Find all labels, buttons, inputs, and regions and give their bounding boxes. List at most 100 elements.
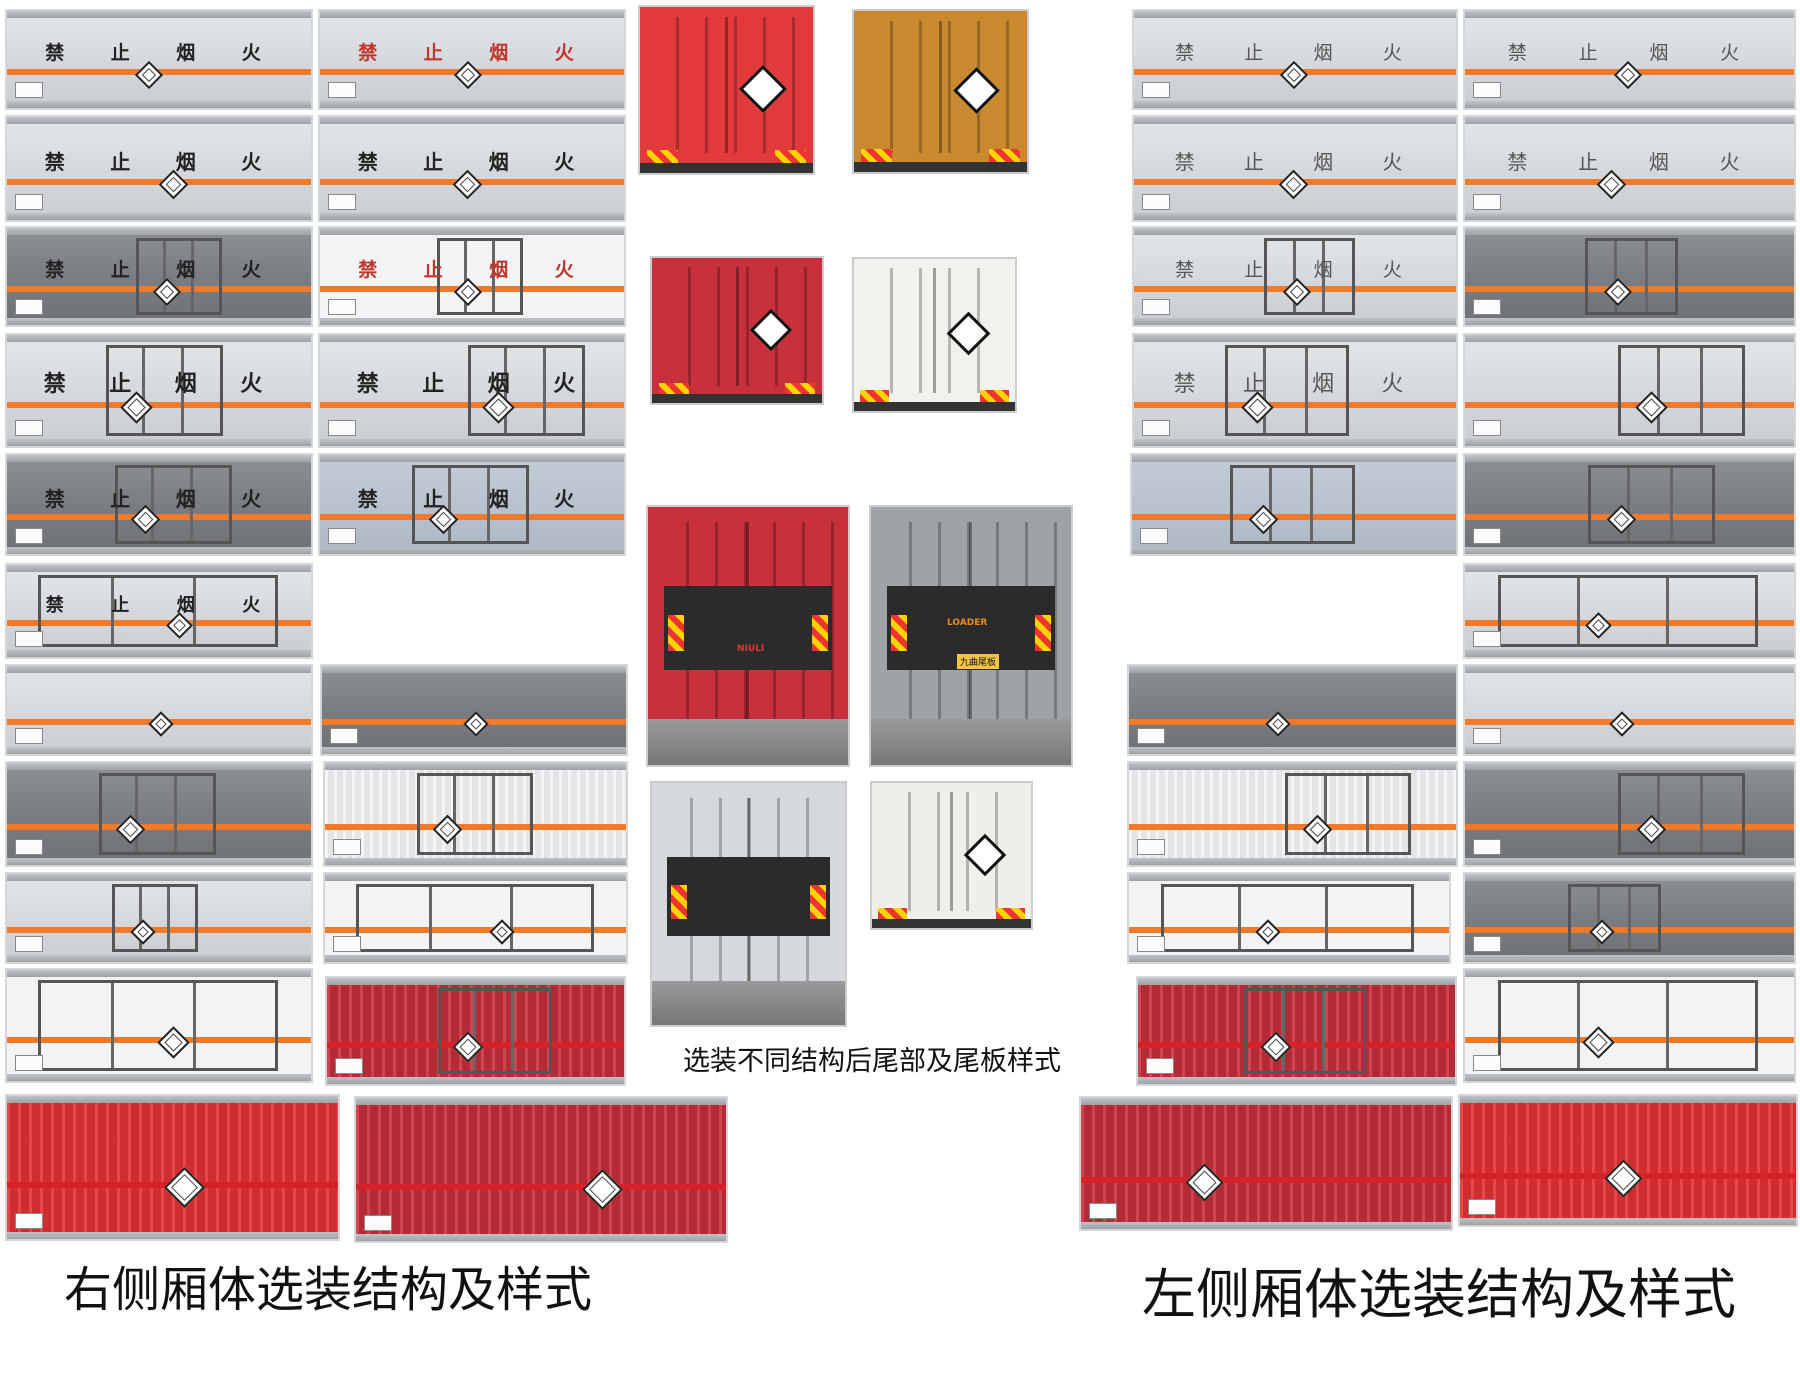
bottom-rail: [1134, 101, 1456, 108]
rear-view-panel: [870, 781, 1033, 930]
side-box-panel: [5, 968, 313, 1083]
top-rail: [7, 666, 311, 673]
top-rail: [1465, 763, 1794, 770]
bottom-rail: [7, 547, 311, 554]
top-rail: [1129, 666, 1456, 673]
orange-reflective-stripe: [1129, 824, 1456, 831]
orange-reflective-stripe: [7, 401, 311, 408]
bottom-rail: [1134, 318, 1456, 325]
manufacturer-nameplate: [15, 728, 43, 744]
no-smoking-no-fire-sign: 禁止烟火: [335, 38, 597, 65]
sign-char: 烟: [488, 486, 509, 511]
loader-label: LOADER: [947, 618, 988, 628]
top-rail: [1134, 335, 1456, 342]
sign-char: 止: [423, 486, 444, 511]
no-smoking-no-fire-sign: 禁止烟火: [22, 255, 284, 282]
top-rail: [1138, 978, 1455, 985]
manufacturer-nameplate: [1473, 194, 1501, 210]
no-smoking-no-fire-sign: 禁止烟火: [335, 146, 597, 175]
cargo-door-frame: [1285, 773, 1411, 855]
side-box-panel: 禁止烟火: [318, 333, 626, 448]
manufacturer-nameplate: [1142, 299, 1170, 315]
sign-char: 火: [241, 149, 262, 174]
bottom-rail: [7, 858, 311, 865]
side-box-panel: 禁止烟火: [5, 115, 313, 222]
side-box-panel: [1463, 226, 1796, 327]
rear-door: [662, 266, 812, 386]
sign-char: 火: [242, 594, 261, 616]
bottom-rail: [322, 747, 626, 754]
side-box-panel: 禁止烟火: [1132, 333, 1458, 448]
sign-char: 禁: [1507, 42, 1527, 65]
orange-reflective-stripe: [1465, 401, 1794, 408]
cargo-door-frame: [468, 345, 585, 436]
manufacturer-nameplate: [1468, 1199, 1496, 1215]
bottom-rail: [327, 1077, 624, 1084]
side-box-panel: [1458, 1094, 1798, 1227]
cargo-door-frame: [438, 988, 552, 1074]
side-box-panel: 禁止烟火: [1463, 9, 1796, 110]
sign-char: 止: [110, 486, 131, 511]
manufacturer-nameplate: [15, 194, 43, 210]
reflective-chevron: [810, 884, 826, 919]
cargo-door-frame: [38, 575, 278, 647]
side-box-panel: [323, 761, 628, 867]
side-box-panel: [5, 761, 313, 867]
sign-char: 止: [1242, 372, 1265, 398]
bottom-rail: [1465, 650, 1794, 657]
no-smoking-no-fire-sign: 禁止烟火: [335, 366, 597, 398]
reflective-chevron: [774, 149, 807, 164]
sign-char: 禁: [45, 259, 65, 282]
top-rail: [1132, 455, 1456, 462]
orange-reflective-stripe: [1138, 1041, 1455, 1048]
bottom-rail: [1081, 1222, 1451, 1229]
bottom-rail: [1465, 101, 1794, 108]
top-rail: [320, 117, 624, 124]
bottom-rail: [320, 101, 624, 108]
sign-char: 火: [1719, 149, 1740, 174]
sign-char: 禁: [1173, 372, 1196, 398]
reflective-chevron: [784, 382, 816, 395]
sign-char: 火: [1720, 42, 1740, 65]
manufacturer-nameplate: [1473, 420, 1501, 436]
manufacturer-nameplate: [1473, 839, 1501, 855]
left-side-caption: 左侧厢体选装结构及样式: [1142, 1263, 1736, 1326]
side-box-panel: [1079, 1096, 1453, 1231]
orange-reflective-stripe: [1132, 514, 1456, 521]
cargo-door-frame: [1225, 345, 1349, 436]
rear-bumper: [652, 394, 822, 403]
sign-char: 烟: [175, 486, 196, 511]
tail-plate-label: 九曲尾板: [957, 654, 1000, 669]
sign-char: 火: [1382, 42, 1402, 65]
sign-char: 烟: [487, 372, 510, 398]
sign-char: 火: [1382, 259, 1402, 282]
side-box-panel: [1127, 761, 1458, 867]
manufacturer-nameplate: [15, 936, 43, 952]
reflective-chevron: [671, 884, 687, 919]
orange-reflective-stripe: [1081, 1176, 1451, 1183]
sign-char: 烟: [1648, 149, 1669, 174]
sign-char: 禁: [45, 594, 64, 616]
side-box-panel: 禁止烟火: [5, 9, 313, 110]
rear-view-panel: [852, 9, 1029, 174]
explosive-hazard-diamond-icon: [581, 1168, 624, 1211]
side-box-panel: 禁止烟火: [1132, 9, 1458, 110]
top-rail: [1465, 335, 1794, 342]
manufacturer-nameplate: [328, 299, 356, 315]
bottom-rail: [1465, 547, 1794, 554]
side-box-panel: [5, 664, 313, 756]
side-box-panel: 禁止烟火: [318, 453, 626, 556]
side-box-panel: [1463, 664, 1796, 756]
manufacturer-nameplate: [328, 194, 356, 210]
cargo-door-frame: [1264, 238, 1355, 315]
top-rail: [1129, 763, 1456, 770]
sign-char: 烟: [176, 594, 195, 616]
side-box-panel: 禁止烟火: [1132, 226, 1458, 327]
rear-door: [650, 16, 802, 154]
manufacturer-nameplate: [15, 1055, 43, 1071]
manufacturer-nameplate: [335, 1058, 363, 1074]
rear-view-panel: [852, 257, 1017, 413]
no-smoking-no-fire-sign: 禁止烟火: [22, 483, 284, 512]
sign-char: 火: [554, 259, 574, 282]
orange-reflective-stripe: [356, 1183, 726, 1190]
